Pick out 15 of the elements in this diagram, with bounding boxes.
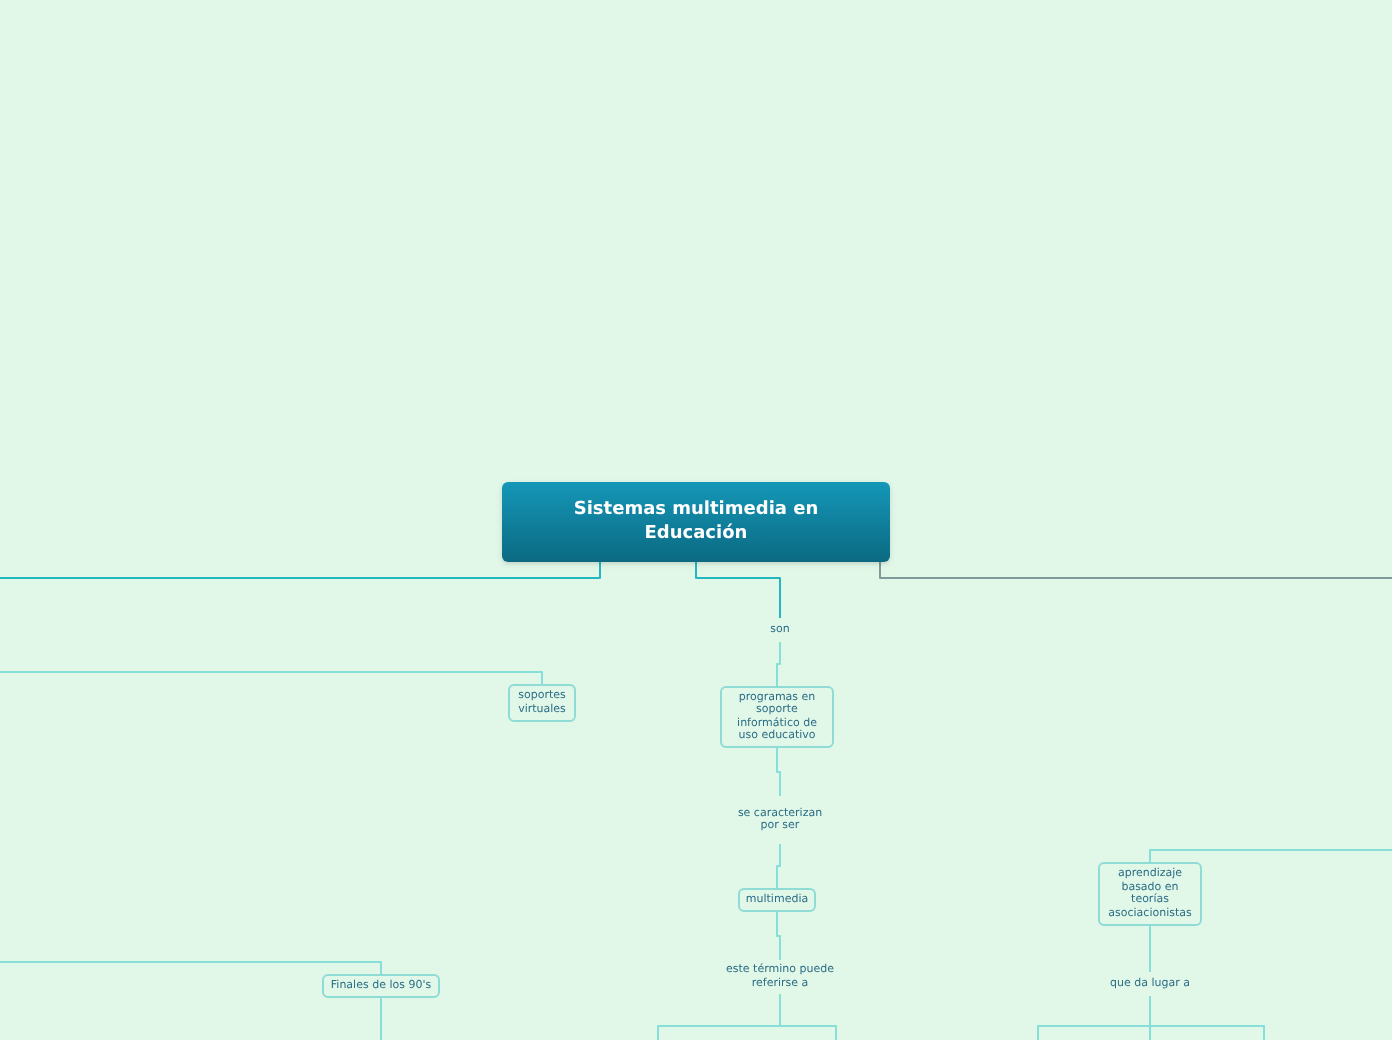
connector-line: [1149, 849, 1392, 863]
connector-line: [1149, 995, 1151, 1040]
connector-line: [0, 671, 543, 685]
connector-line: [0, 961, 382, 975]
connector-line: [879, 561, 1392, 579]
connector-line: [779, 993, 837, 1040]
connector-line: [776, 843, 781, 889]
connector-line: [695, 561, 781, 619]
connector-line: [776, 747, 781, 797]
connector-line: [0, 561, 601, 579]
connector-line: [776, 641, 781, 687]
connector-line: [380, 997, 382, 1040]
topic-box: Sistemas multimedia en Educación: [502, 482, 890, 562]
connector-line: [776, 911, 781, 961]
connector-line: [1149, 925, 1151, 973]
